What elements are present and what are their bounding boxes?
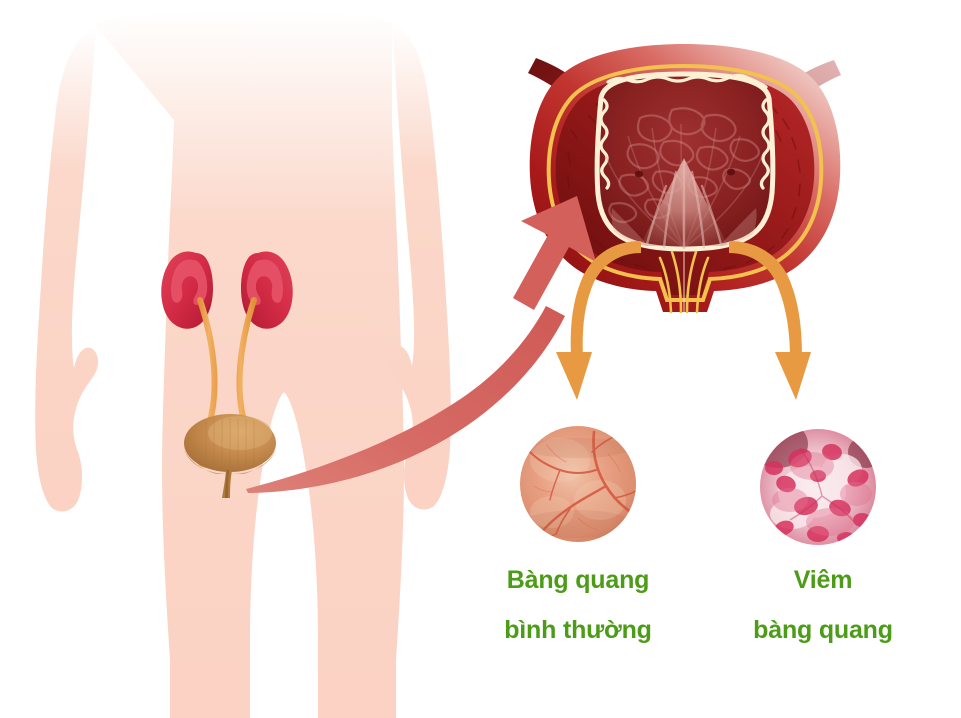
normal-bladder-scope — [520, 426, 636, 542]
right-ureteral-orifice — [726, 168, 736, 176]
normal-label-line-2: bình thường — [504, 616, 652, 644]
lumen-scallops — [599, 73, 771, 190]
branch-arrow-right — [729, 241, 811, 400]
normal-bladder-label: Bàng quang bình thường — [438, 555, 718, 655]
inflamed-bladder-label: Viêm bàng quang — [688, 555, 958, 655]
submucosa-layer — [546, 63, 824, 302]
inflamed-label-line-2: bàng quang — [753, 616, 893, 644]
left-arm — [35, 26, 98, 512]
inflamed-label-line-1: Viêm — [793, 566, 853, 594]
right-arm — [388, 22, 451, 510]
branch-arrow-left — [556, 241, 641, 400]
inflamed-bladder-scope — [760, 429, 876, 545]
rugae-folds — [605, 107, 763, 249]
bladder-neck — [658, 250, 710, 314]
torso — [96, 10, 404, 718]
urinary-bladder — [184, 414, 276, 498]
magnify-arrow — [246, 196, 596, 493]
left-ureteral-orifice — [634, 170, 644, 178]
normal-label-line-1: Bàng quang — [506, 566, 650, 594]
